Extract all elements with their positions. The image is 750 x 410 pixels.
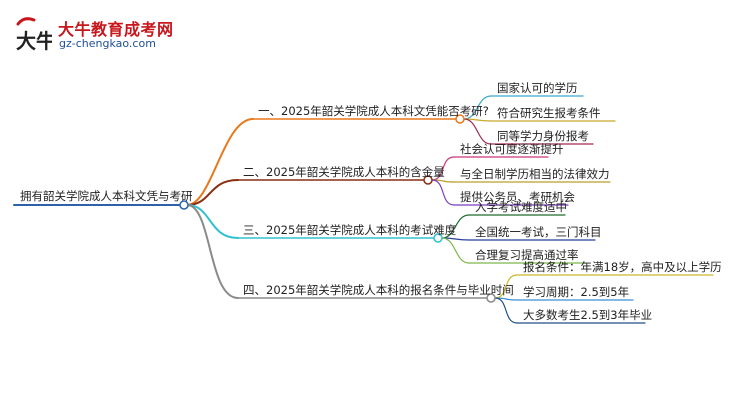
leaf-connector — [441, 214, 470, 239]
branch-connector — [186, 118, 254, 206]
leaf-label: 符合研究生报考条件 — [497, 106, 601, 120]
leaf-label: 社会认可度逐渐提升 — [460, 142, 564, 156]
leaf-label: 入学考试难度适中 — [475, 200, 567, 214]
leaf-connector — [441, 237, 470, 264]
leaf-connector — [431, 179, 455, 206]
leaf-label: 同等学力身份报考 — [497, 129, 589, 143]
leaf-label: 大多数考生2.5到3年毕业 — [523, 308, 653, 322]
leaf-connector — [463, 118, 492, 145]
leaf-connector — [494, 297, 518, 324]
leaf-label: 与全日制学历相当的法律效力 — [460, 167, 610, 181]
branch-toggle-3[interactable] — [433, 233, 443, 243]
branch-toggle-4[interactable] — [486, 293, 496, 303]
branch-connector — [186, 204, 239, 299]
leaf-connector — [494, 274, 518, 299]
branch-label-1: 一、2025年韶关学院成人本科文凭能否考研? — [258, 104, 489, 118]
logo-mark-icon: 大牛 — [16, 17, 52, 53]
branch-connector — [186, 204, 239, 239]
leaf-label: 合理复习提高通过率 — [475, 248, 579, 262]
leaf-label: 国家认可的学历 — [497, 81, 578, 95]
logo-title: 大牛教育成考网 — [58, 20, 174, 39]
branch-label-2: 二、2025年韶关学院成人本科的含金量 — [243, 165, 445, 179]
leaf-label: 学习周期：2.5到5年 — [523, 285, 630, 299]
branch-toggle-2[interactable] — [423, 175, 433, 185]
leaf-connector — [431, 156, 455, 181]
branch-toggle-1[interactable] — [455, 114, 465, 124]
logo-mark-text: 大牛 — [16, 29, 52, 53]
logo-url: gz-chengkao.com — [59, 37, 156, 50]
branch-label-4: 四、2025年韶关学院成人本科的报名条件与毕业时间 — [243, 283, 514, 297]
leaf-label: 提供公务员、考研机会 — [460, 190, 575, 204]
site-logo[interactable]: 大牛 大牛教育成考网 gz-chengkao.com — [12, 14, 212, 60]
branch-connector — [186, 179, 239, 206]
root-node-label: 拥有韶关学院成人本科文凭与考研 — [20, 189, 193, 203]
leaf-label: 全国统一考试，三门科目 — [475, 225, 602, 239]
leaf-connector — [463, 95, 492, 120]
leaf-label: 报名条件：年满18岁，高中及以上学历 — [523, 260, 722, 274]
branch-label-3: 三、2025年韶关学院成人本科的考试难度 — [243, 223, 457, 237]
root-toggle[interactable] — [179, 200, 189, 210]
